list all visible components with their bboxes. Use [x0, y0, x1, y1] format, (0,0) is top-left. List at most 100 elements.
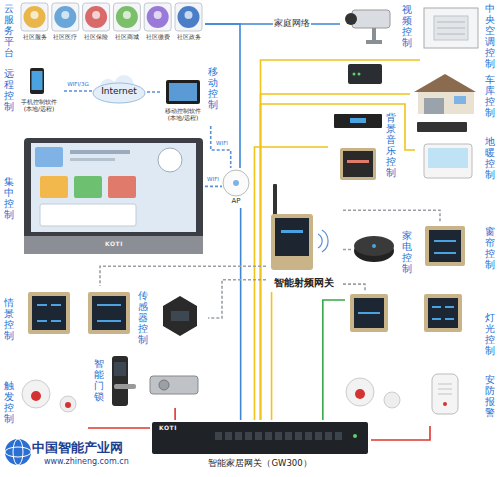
device-node: 情景控制 — [2, 286, 134, 350]
watermark-globe — [5, 439, 31, 465]
curtain-panel — [434, 252, 456, 254]
thermostat — [428, 148, 468, 168]
door-lock — [159, 380, 169, 390]
device-node: 车库控制 — [410, 72, 498, 119]
category-label: 集中控制 — [4, 176, 14, 220]
touch-panel — [40, 176, 68, 198]
device-node: 窗帘控制 — [420, 222, 498, 278]
service-icon — [24, 6, 46, 28]
service-icon — [92, 11, 100, 19]
air-conditioner — [437, 28, 465, 29]
service-icon — [147, 6, 169, 28]
device-node: 移动控制移动控制软件(本地/远程) — [162, 62, 220, 126]
wire — [261, 60, 421, 420]
light-switch — [350, 294, 462, 332]
brand-label: KOTI — [156, 425, 180, 432]
internet-cloud — [93, 83, 145, 103]
air-conditioner — [424, 8, 478, 48]
security-devices — [443, 402, 447, 406]
wire — [371, 426, 430, 440]
service-icon — [85, 6, 107, 28]
music-devices — [340, 148, 376, 180]
touch-panel — [70, 150, 130, 154]
device-node: 社区服务 — [20, 2, 50, 46]
light-switch — [428, 298, 458, 328]
home-gateway — [152, 422, 368, 454]
curtain-panel — [429, 230, 461, 262]
scene-switch — [88, 292, 130, 334]
tablet — [169, 83, 197, 101]
appliance-hub — [372, 244, 376, 248]
category-label: 安防报警 — [485, 374, 495, 418]
access-point — [223, 170, 249, 196]
light-switch — [432, 318, 441, 320]
light-switch — [432, 306, 441, 308]
thermostat — [424, 144, 472, 178]
wire — [261, 94, 411, 420]
device-label: AP — [222, 198, 250, 206]
software-caption: 移动控制软件(本地/远程) — [162, 108, 204, 122]
home-gateway — [255, 432, 262, 440]
service-icon — [144, 3, 171, 31]
router — [353, 73, 356, 76]
sensor — [163, 296, 197, 336]
air-conditioner — [424, 8, 478, 48]
home-gateway — [235, 432, 242, 440]
wire — [205, 24, 240, 168]
home-gateway — [353, 434, 357, 438]
scene-switch — [92, 296, 126, 330]
service-label: 社区商城 — [112, 34, 141, 41]
home-gateway — [315, 432, 322, 440]
security-devices — [438, 389, 452, 390]
rf-gateway — [273, 184, 277, 216]
wire-label: WIFI — [206, 176, 220, 182]
scene-switch — [51, 320, 61, 322]
device-node: 视频控制 — [340, 2, 416, 54]
door-lock — [112, 356, 198, 406]
category-label: 灯光控制 — [485, 312, 495, 356]
device-node: 触发控制 — [2, 368, 88, 436]
watermark: 中国智能产业网 — [32, 441, 123, 455]
device-node: 智能射频网关 — [266, 180, 343, 292]
scene-switch — [51, 304, 61, 306]
device-node: 社区商城 — [112, 2, 142, 46]
music-devices — [343, 151, 373, 177]
camera — [372, 28, 376, 40]
device-node: 灯光控制 — [345, 292, 498, 358]
brand-label: KOTI — [99, 241, 129, 248]
scene-switch — [37, 304, 47, 306]
sensor — [171, 311, 189, 321]
watermark-globe — [5, 439, 31, 465]
security-devices — [384, 392, 400, 408]
device-node: 安防报警 — [340, 368, 498, 426]
wire-label: WIFI/3G — [66, 81, 89, 87]
service-label: 社区政务 — [174, 34, 203, 41]
category-label: 中央空调控制 — [485, 3, 495, 69]
device-node: 云服务平台社区服务社区医疗社区保险社区商城社区缴费社区政务 — [0, 0, 205, 60]
tablet — [166, 80, 200, 104]
garage-house — [418, 92, 474, 114]
device-label: 智能家居网关（GW300） — [150, 459, 370, 469]
service-icon — [116, 6, 138, 28]
home-gateway — [225, 432, 232, 440]
device-label: 智能射频网关 — [266, 277, 342, 289]
device-node: Internet — [92, 80, 147, 104]
phone — [30, 68, 44, 94]
wire — [271, 292, 273, 420]
internet-cloud — [93, 75, 145, 103]
device-node: 远程控制手机控制软件(本地/远程) — [2, 64, 64, 124]
rf-gateway — [322, 230, 328, 252]
curtain-panel — [434, 240, 456, 242]
device-node: 社区医疗 — [51, 2, 81, 46]
home-gateway — [285, 432, 292, 440]
appliance-hub — [354, 236, 394, 256]
home-gateway — [325, 432, 332, 440]
device-node: 社区保险 — [82, 2, 112, 46]
category-label: 移动控制 — [208, 66, 218, 110]
emergency-button — [22, 380, 76, 412]
router — [348, 64, 382, 84]
light-switch — [350, 294, 388, 332]
wire — [88, 427, 150, 429]
